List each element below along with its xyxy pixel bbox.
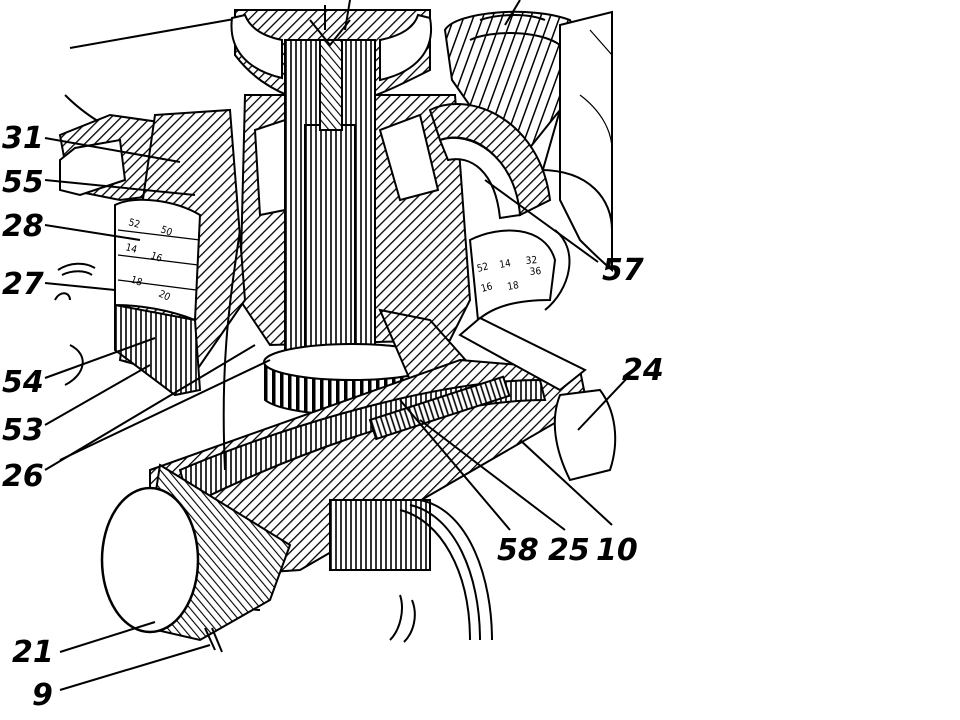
central-column (238, 0, 521, 361)
callout-labels: 31 55 28 27 54 53 26 57 24 58 25 10 21 9 (2, 121, 664, 713)
left-dial-number: 52 (127, 217, 141, 231)
label-27: 27 (2, 267, 44, 302)
left-dial-number: 50 (159, 224, 174, 238)
label-25: 25 (548, 533, 590, 568)
knurled-knob (443, 10, 613, 273)
left-dial-number: 18 (129, 274, 144, 288)
label-57: 57 (602, 253, 644, 288)
label-21: 21 (12, 635, 54, 670)
label-28: 28 (2, 209, 44, 244)
label-10: 10 (596, 533, 638, 568)
right-dial-number: 36 (529, 266, 542, 278)
right-dial-number: 14 (499, 258, 512, 271)
left-dial-number: 14 (124, 242, 138, 256)
label-55: 55 (2, 165, 44, 200)
right-dial-ring: 52 14 16 18 36 32 (428, 103, 571, 323)
right-dial-number: 32 (525, 255, 537, 267)
end-cylinder (100, 463, 292, 653)
left-dial-number: 16 (149, 250, 164, 264)
right-dial-number: 52 (476, 261, 490, 275)
right-dial-number: 16 (480, 281, 494, 295)
label-24: 24 (622, 353, 664, 388)
label-31: 31 (2, 121, 44, 156)
label-9: 9 (32, 678, 53, 713)
label-54: 54 (2, 365, 44, 400)
leader-lines (44, 137, 631, 691)
right-dial-number: 18 (507, 280, 520, 293)
left-dial-number: 20 (157, 289, 172, 304)
label-58: 58 (497, 533, 539, 568)
base-wheel (329, 499, 493, 643)
label-26: 26 (2, 459, 44, 494)
label-53: 53 (2, 413, 44, 448)
left-dial-assembly: 52 50 14 16 18 20 (54, 108, 247, 397)
